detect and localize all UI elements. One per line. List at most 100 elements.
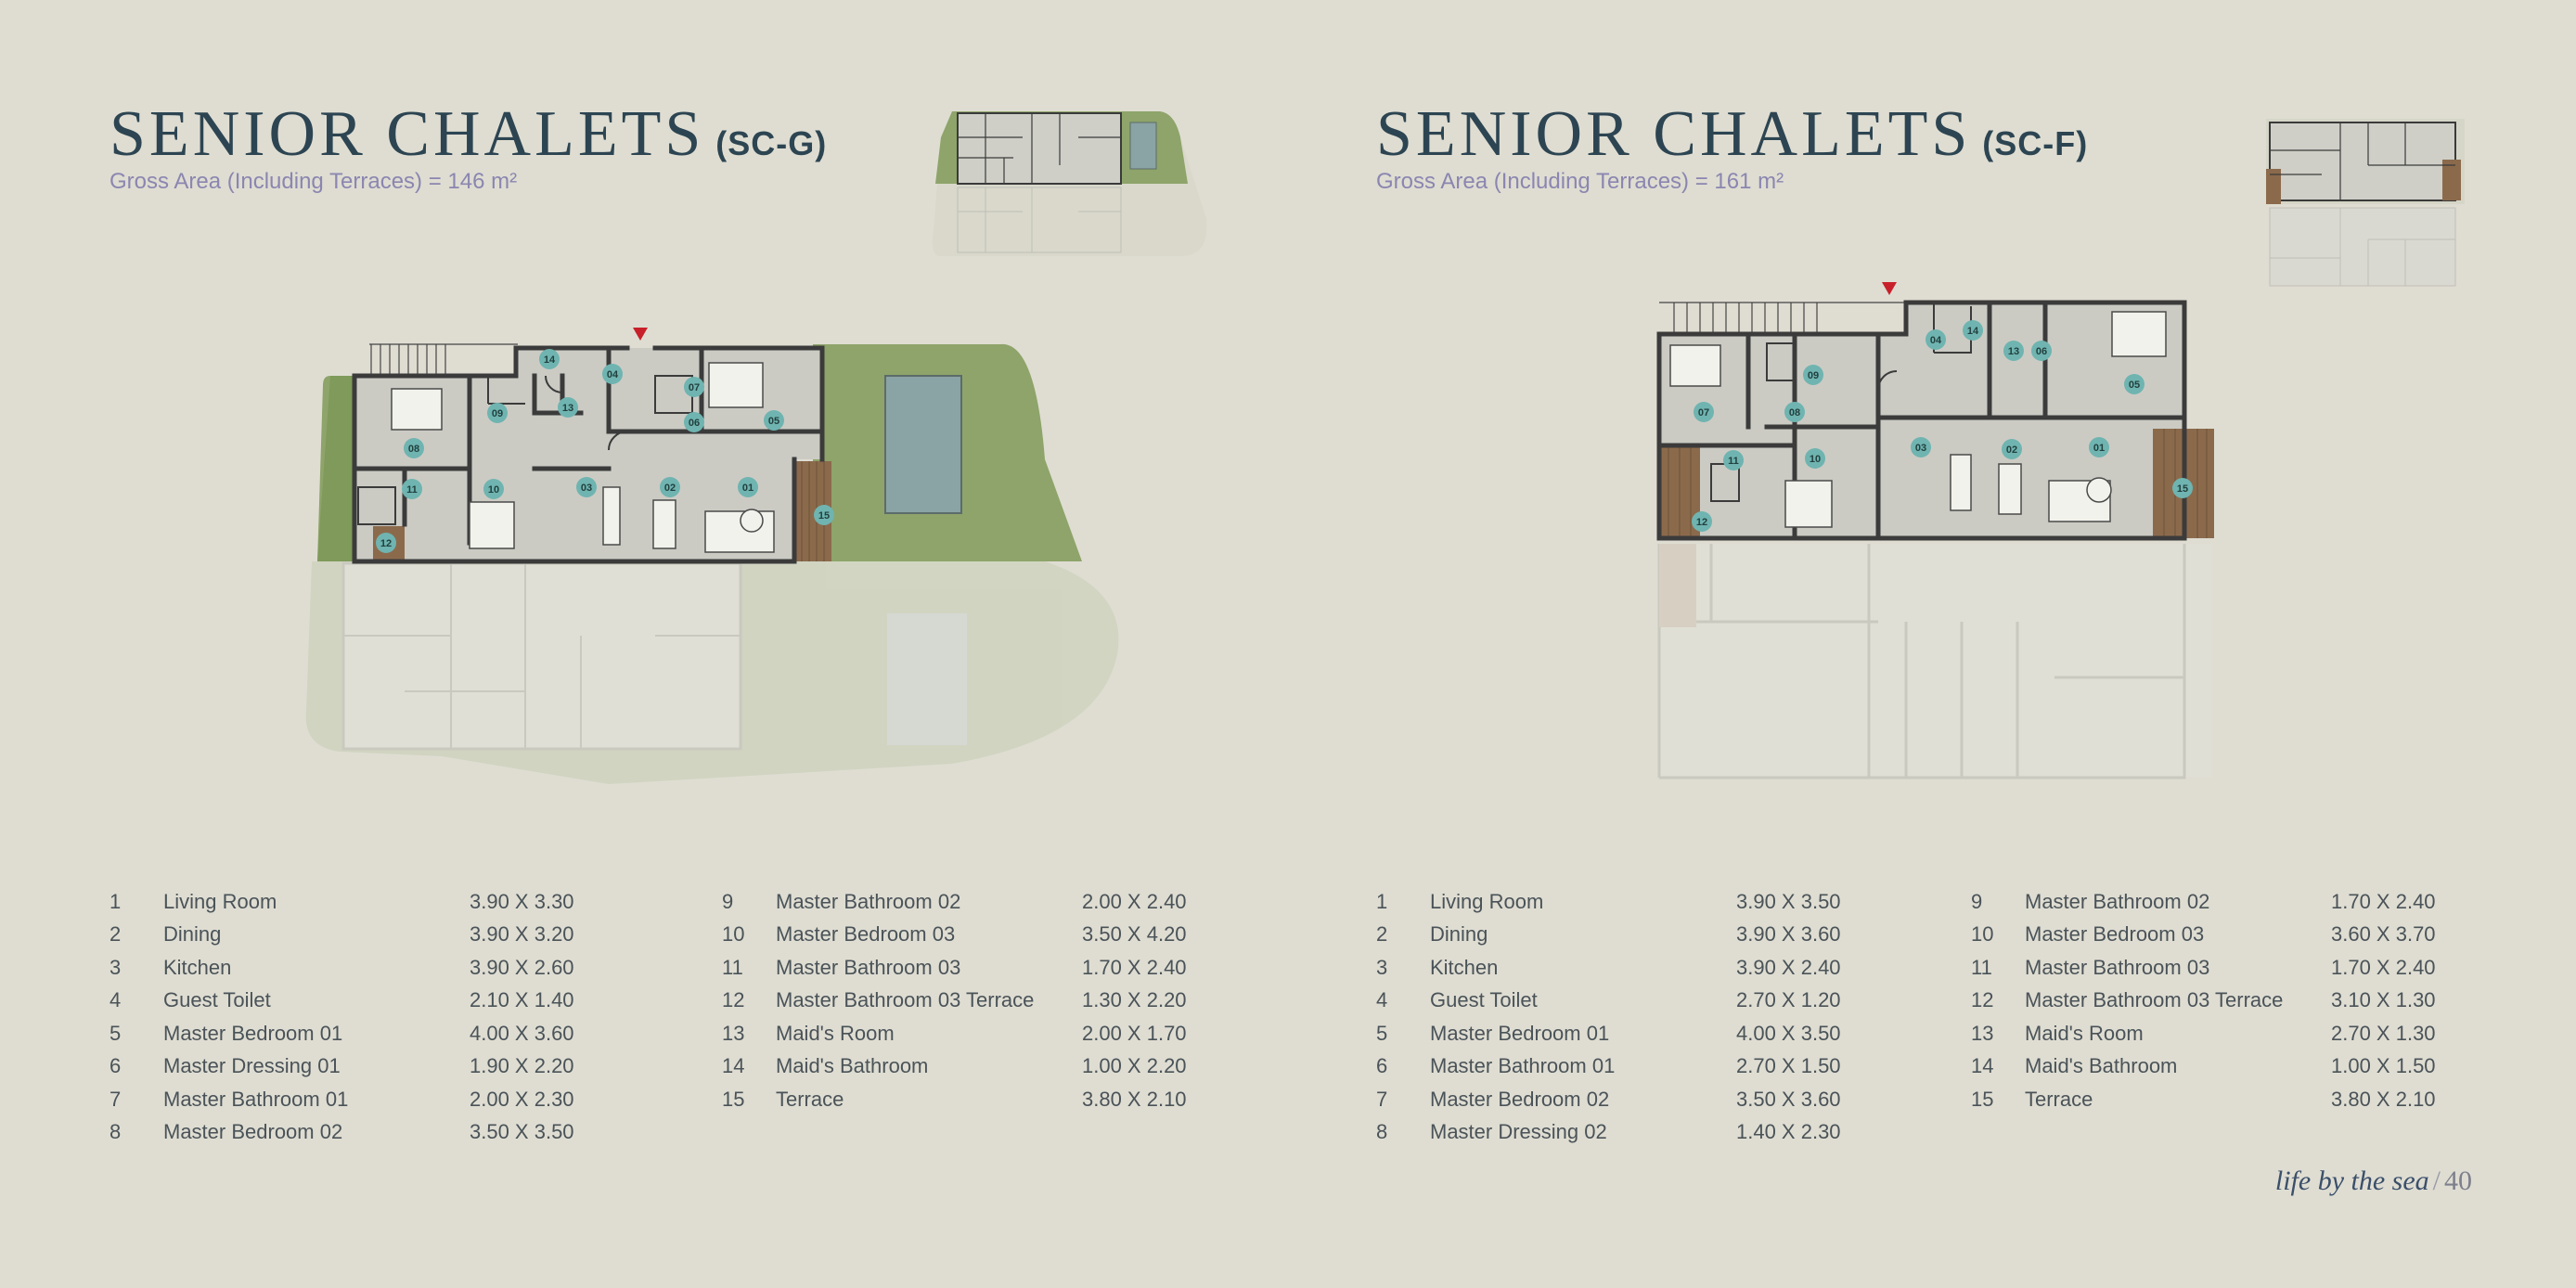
room-dimensions: 1.70 X 2.40 [2331, 955, 2436, 979]
page-footer: life by the sea/40 [2275, 1166, 2472, 1197]
room-name: Master Dressing 01 [163, 1054, 341, 1078]
room-number: 8 [1376, 1120, 1388, 1144]
room-dimensions: 1.70 X 2.40 [2331, 889, 2436, 913]
left-title-text: SENIOR CHALETS [109, 98, 705, 170]
room-number: 4 [109, 988, 122, 1012]
room-number: 13 [722, 1021, 745, 1045]
room-name: Master Bedroom 01 [163, 1021, 343, 1045]
room-name: Maid's Room [776, 1021, 895, 1045]
right-plan-label: 12 [1696, 517, 1707, 528]
room-dimensions: 3.90 X 2.40 [1736, 955, 1841, 979]
room-dimensions: 3.50 X 4.20 [1082, 922, 1187, 947]
right-plan-label: 13 [2008, 346, 2019, 357]
room-name: Master Bathroom 02 [776, 889, 961, 913]
room-name: Master Bathroom 02 [2025, 889, 2210, 913]
left-entry-marker [633, 328, 648, 341]
room-number: 13 [1971, 1021, 1994, 1045]
room-name: Kitchen [1430, 955, 1499, 979]
room-dimensions: 3.80 X 2.10 [1082, 1087, 1187, 1111]
room-dimensions: 1.90 X 2.20 [470, 1054, 574, 1078]
room-name: Maid's Bathroom [776, 1054, 929, 1078]
room-dimensions: 3.60 X 3.70 [2331, 922, 2436, 947]
room-name: Master Bathroom 03 Terrace [2025, 988, 2284, 1012]
room-name: Living Room [1430, 889, 1544, 913]
left-plan-label: 14 [544, 354, 556, 366]
room-name: Living Room [163, 889, 277, 913]
left-plan-label: 08 [408, 444, 419, 455]
left-unit-code: (SC-G) [715, 124, 828, 162]
left-plan-label: 03 [581, 483, 592, 494]
room-name: Master Bathroom 01 [163, 1087, 349, 1111]
table-row: 13 Maid's Room 2.00 X 1.70 [722, 1017, 1240, 1050]
room-number: 1 [109, 889, 122, 913]
right-plan-label: 06 [2036, 346, 2047, 357]
room-number: 7 [1376, 1087, 1388, 1111]
left-plan-label: 02 [664, 483, 676, 494]
right-floor-plan: 01 02 03 04 05 06 07 08 09 10 11 12 13 1… [1656, 282, 2214, 779]
left-plan-label: 11 [406, 484, 418, 496]
room-name: Master Bedroom 01 [1430, 1021, 1610, 1045]
room-name: Terrace [2025, 1087, 2093, 1111]
room-number: 3 [109, 955, 122, 979]
right-plan-label: 05 [2129, 380, 2140, 391]
right-plan-label: 08 [1789, 407, 1800, 419]
right-plan-label: 07 [1698, 407, 1709, 419]
room-number: 4 [1376, 988, 1388, 1012]
room-number: 6 [1376, 1054, 1388, 1078]
left-plan-label: 07 [689, 382, 700, 393]
room-number: 15 [1971, 1087, 1994, 1111]
room-number: 1 [1376, 889, 1388, 913]
room-number: 2 [109, 922, 122, 947]
room-name: Master Bedroom 02 [163, 1120, 343, 1144]
room-number: 11 [1971, 955, 1992, 979]
room-number: 14 [1971, 1054, 1994, 1078]
room-dimensions: 3.80 X 2.10 [2331, 1087, 2436, 1111]
left-floor-plan: 01 02 03 04 05 06 07 08 09 10 11 12 13 1… [305, 328, 1119, 784]
room-number: 9 [722, 889, 734, 913]
right-plan-label: 04 [1930, 335, 1942, 346]
room-name: Master Bathroom 03 Terrace [776, 988, 1035, 1012]
room-dimensions: 3.50 X 3.50 [470, 1120, 574, 1144]
left-title: SENIOR CHALETS (SC-G) [109, 97, 827, 172]
room-name: Master Bedroom 03 [776, 922, 956, 947]
room-number: 10 [722, 922, 745, 947]
left-plan-label: 06 [689, 418, 700, 429]
right-plan-label: 14 [1967, 326, 1979, 337]
room-dimensions: 1.30 X 2.20 [1082, 988, 1187, 1012]
room-number: 9 [1971, 889, 1983, 913]
left-site-thumbnail [932, 111, 1207, 256]
room-dimensions: 1.70 X 2.40 [1082, 955, 1187, 979]
room-dimensions: 2.70 X 1.50 [1736, 1054, 1841, 1078]
room-dimensions: 2.00 X 1.70 [1082, 1021, 1187, 1045]
left-plan-label: 05 [768, 416, 779, 427]
room-name: Master Bathroom 03 [776, 955, 961, 979]
right-plan-label: 09 [1808, 370, 1819, 381]
right-plan-reflection [1657, 544, 2212, 779]
room-dimensions: 3.90 X 3.20 [470, 922, 574, 947]
room-dimensions: 2.70 X 1.30 [2331, 1021, 2436, 1045]
room-number: 15 [722, 1087, 745, 1111]
room-dimensions: 4.00 X 3.60 [470, 1021, 574, 1045]
room-dimensions: 3.90 X 2.60 [470, 955, 574, 979]
room-number: 6 [109, 1054, 122, 1078]
room-dimensions: 2.00 X 2.30 [470, 1087, 574, 1111]
left-plan-label: 12 [380, 538, 392, 549]
room-name: Terrace [776, 1087, 844, 1111]
